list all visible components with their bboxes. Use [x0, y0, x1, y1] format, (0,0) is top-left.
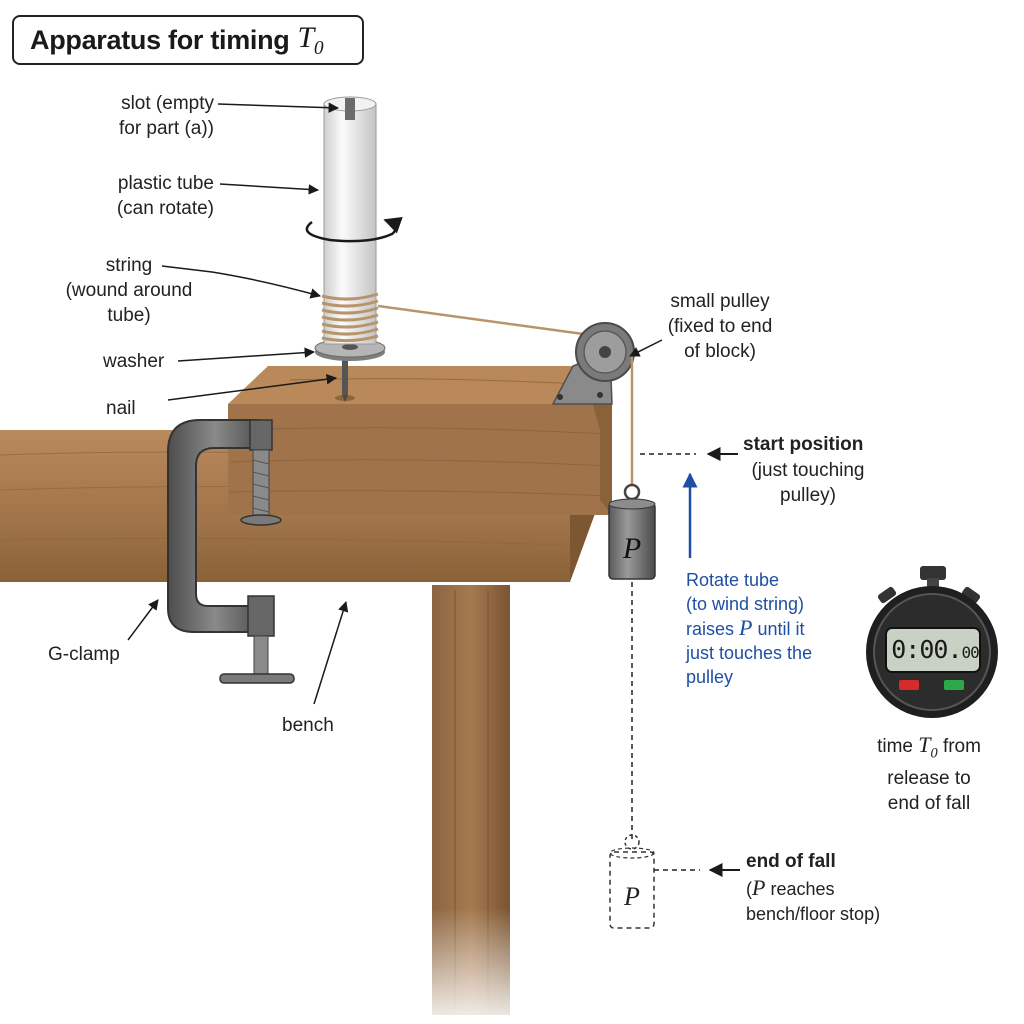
stopwatch-display: [885, 627, 981, 673]
label-g-clamp: G-clamp: [48, 644, 120, 665]
label-rotate-instruction: Rotate tube (to wind string) raises P un…: [686, 570, 813, 687]
page-title: Apparatus for timing T0: [12, 15, 364, 65]
label-end-description: (P reaches bench/floor stop): [746, 875, 881, 924]
label-tube: plastic tube(can rotate): [116, 173, 214, 219]
label-start-position: start position: [743, 434, 864, 455]
title-symbol: T0: [297, 20, 324, 59]
rotation-arrow-icon: [305, 216, 403, 243]
stopwatch-icon: [866, 566, 998, 718]
block-top: [228, 366, 612, 404]
block-front: [228, 404, 612, 515]
mass-p-end: P: [609, 834, 655, 929]
string-horizontal: [377, 304, 599, 338]
label-time: time T0 from release to end of fall: [877, 732, 981, 815]
label-nail: nail: [106, 398, 136, 419]
string-coil: [321, 292, 379, 343]
g-clamp-icon: [167, 419, 295, 684]
leader-lines: [127, 102, 663, 705]
label-end-of-fall: end of fall: [746, 851, 836, 872]
start-button: [944, 680, 964, 690]
label-washer: washer: [103, 351, 165, 372]
pulley-icon: [551, 322, 635, 405]
mass-p-label: P: [622, 532, 641, 565]
label-bench: bench: [282, 715, 334, 736]
stopwatch-readout: 0:00.00: [891, 635, 980, 664]
nail: [335, 355, 355, 402]
stop-button: [899, 680, 919, 690]
mass-p-end-label: P: [623, 882, 640, 911]
wooden-block: [228, 366, 612, 515]
mass-p-start: P: [608, 483, 656, 580]
title-text: Apparatus for timing: [30, 24, 290, 55]
tube-slot: [345, 98, 355, 120]
bench-front-edge: [0, 515, 570, 582]
